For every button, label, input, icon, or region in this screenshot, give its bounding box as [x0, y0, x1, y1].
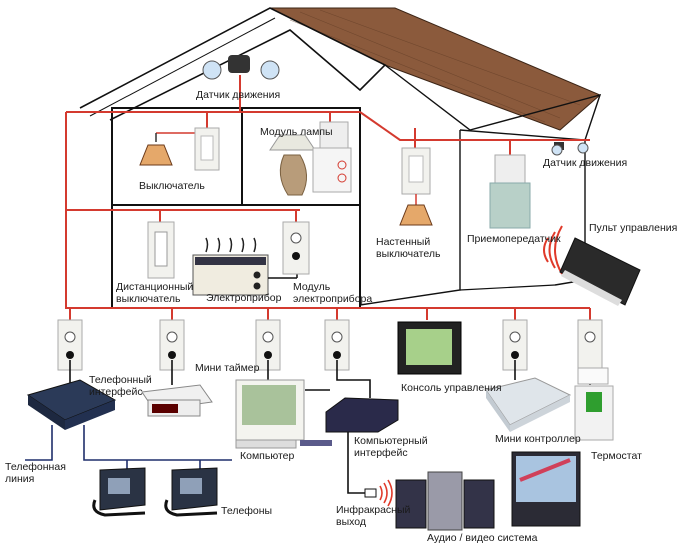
- television-icon: [511, 451, 581, 527]
- outlet-icon: [577, 319, 603, 371]
- label-computer-interface: Компьютерный интерфейс: [354, 435, 428, 459]
- label-appliance-module: Модуль электроприбора: [293, 281, 373, 305]
- motion-sensor-right-icon: [551, 142, 589, 156]
- mini-timer-icon: [141, 384, 213, 417]
- phone-interface-icon: [26, 379, 117, 430]
- thermostat-icon: [574, 367, 614, 441]
- label-control-console: Консоль управления: [401, 382, 502, 394]
- control-console-icon: [397, 321, 462, 375]
- device-cables: [69, 360, 591, 494]
- computer-icon: [235, 379, 332, 449]
- label-transceiver: Приемопередатчик: [467, 233, 561, 245]
- label-motion-sensor-right: Датчик движения: [543, 157, 628, 169]
- power-wiring: [65, 75, 591, 320]
- right-wing-roof: [384, 64, 602, 141]
- label-av-system: Аудио / видео система: [427, 532, 538, 544]
- remote-control-icon: [559, 237, 641, 306]
- lamp-module-icon: [312, 121, 352, 193]
- right-floor: [459, 284, 556, 291]
- wall-switch-icon: [194, 127, 220, 171]
- label-wall-switch: Настенный выключатель: [376, 236, 441, 260]
- label-lamp-module: Модуль лампы: [260, 126, 333, 138]
- label-phone-interface: Телефонный интерфейс: [89, 374, 152, 398]
- telephone-icon: [164, 467, 218, 517]
- label-mini-controller: Мини контроллер: [495, 433, 581, 445]
- label-remote-control: Пульт управления: [589, 222, 678, 234]
- outlet-icon: [502, 319, 528, 371]
- house-gable-outline: [79, 7, 387, 121]
- roof-texture: [289, 9, 581, 123]
- wall-switch-middle-icon: [399, 147, 433, 226]
- table-lamp-icon: [269, 134, 316, 196]
- av-system-icon: [395, 471, 495, 531]
- house-gable-inner: [89, 17, 276, 117]
- appliance-module-icon: [282, 221, 310, 275]
- label-switch: Выключатель: [139, 180, 205, 192]
- appliance-icon: [192, 237, 298, 296]
- right-wall: [459, 129, 586, 286]
- mini-controller-icon: [485, 377, 572, 432]
- label-appliance: Электроприбор: [206, 292, 282, 304]
- label-motion-sensor-top: Датчик движения: [196, 89, 281, 101]
- label-computer: Компьютер: [240, 450, 295, 462]
- label-ir-output: Инфракрасный выход: [336, 504, 411, 528]
- computer-interface-icon: [325, 397, 399, 433]
- telephone-icon: [92, 467, 146, 517]
- label-phone-line: Телефонная линия: [5, 461, 66, 485]
- label-thermostat: Термостат: [591, 450, 642, 462]
- label-mini-timer: Мини таймер: [195, 362, 260, 374]
- wireless-waves-icon: [543, 225, 563, 275]
- transceiver-icon: [489, 154, 531, 229]
- ir-output-icon: [364, 479, 393, 507]
- motion-sensor-top-icon: [202, 55, 280, 80]
- remote-switch-icon: [147, 221, 175, 279]
- label-phones: Телефоны: [221, 505, 273, 517]
- middle-wall: [359, 108, 461, 306]
- label-remote-switch: Дистанционный выключатель: [116, 281, 194, 305]
- outlets: [57, 319, 603, 371]
